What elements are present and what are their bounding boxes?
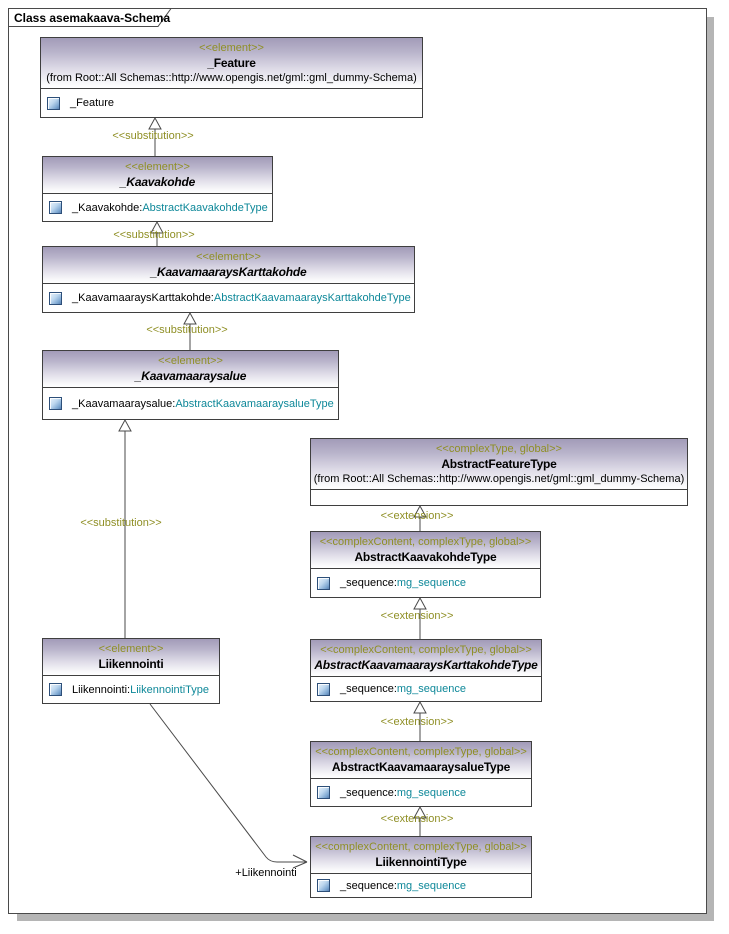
class-box-kaavamaaraysalue[interactable]: <<element>> _Kaavamaaraysalue _Kaavamaar… [42, 350, 339, 420]
connector-association-liikennointi-liikennointitype[interactable] [149, 703, 308, 869]
stereotype-label: <<element>> [98, 643, 164, 655]
class-name: _Kaavakohde [119, 175, 196, 189]
diagram-tab [8, 8, 172, 27]
substitution-label: <<substitution>> [80, 517, 162, 529]
from-package-label: (from Root::All Schemas::http://www.open… [313, 473, 685, 485]
attribute-type: AbstractKaavamaaraysKarttakohdeType [213, 292, 411, 304]
node-header: <<complexType, global>> AbstractFeatureT… [311, 439, 687, 490]
attribute-icon [317, 879, 330, 892]
stereotype-label: <<element>> [196, 251, 261, 263]
attribute-icon [317, 786, 330, 799]
stereotype-label: <<element>> [158, 355, 223, 367]
substitution-label: <<substitution>> [112, 130, 194, 142]
extension-label: <<extension>> [380, 510, 454, 522]
attribute-row[interactable]: _Kaavamaaraysalue: AbstractKaavamaaraysa… [49, 397, 334, 410]
extension-label: <<extension>> [380, 610, 454, 622]
attribute-row[interactable]: _sequence: mg_sequence [317, 879, 466, 892]
class-box-abstract-kaavakohde-type[interactable]: <<complexContent, complexType, global>> … [310, 531, 541, 598]
connector-substitution-karttakohde-kaavakohde[interactable] [150, 220, 164, 246]
attribute-icon [317, 682, 330, 696]
class-box-abstract-feature-type[interactable]: <<complexType, global>> AbstractFeatureT… [310, 438, 688, 506]
attribute-icon [317, 576, 330, 590]
substitution-label: <<substitution>> [113, 229, 195, 241]
connector-substitution-kaavakohde-feature[interactable] [148, 116, 162, 156]
stereotype-label: <<complexContent, complexType, global>> [319, 536, 532, 548]
attribute-name: _Feature [70, 97, 115, 109]
attribute-icon [49, 397, 62, 410]
substitution-label: <<substitution>> [146, 324, 228, 336]
class-name: Liikennointi [98, 657, 164, 671]
class-name: LiikennointiType [375, 855, 467, 869]
stereotype-label: <<complexType, global>> [436, 443, 562, 455]
node-header: <<element>> Liikennointi [43, 639, 219, 676]
class-box-liikennointi-type[interactable]: <<complexContent, complexType, global>> … [310, 836, 532, 898]
node-header: <<complexContent, complexType, global>> … [311, 640, 541, 677]
class-name: AbstractKaavamaaraysKarttakohdeType [314, 658, 538, 672]
association-role-label: +Liikennointi [235, 867, 297, 879]
attribute-icon [49, 201, 62, 214]
attribute-type: mg_sequence [396, 683, 466, 695]
attribute-name: _Kaavakohde: [72, 201, 143, 214]
class-box-abstract-kaavamaarays-karttakohde-type[interactable]: <<complexContent, complexType, global>> … [310, 639, 542, 702]
attribute-type: mg_sequence [396, 879, 466, 892]
diagram-title: Class asemakaava-Schema [14, 11, 171, 25]
attribute-row[interactable]: _sequence: mg_sequence [317, 682, 466, 696]
attribute-row[interactable]: _Feature [47, 96, 115, 110]
attribute-name: _sequence: [340, 879, 397, 892]
connector-extension-karttakohdetype-kaavakohdetype[interactable] [413, 596, 427, 639]
node-header: <<element>> _Feature (from Root::All Sch… [41, 38, 422, 89]
node-header: <<complexContent, complexType, global>> … [311, 742, 531, 779]
attribute-name: _sequence: [340, 786, 397, 799]
attribute-type: LiikennointiType [130, 683, 209, 696]
class-box-abstract-kaavamaaraysalue-type[interactable]: <<complexContent, complexType, global>> … [310, 741, 532, 807]
attribute-row[interactable]: _KaavamaaraysKarttakohde: AbstractKaavam… [49, 291, 411, 305]
extension-label: <<extension>> [380, 716, 454, 728]
class-name: AbstractFeatureType [441, 457, 557, 471]
attribute-icon [47, 96, 60, 110]
attribute-name: Liikennointi: [72, 683, 131, 696]
attribute-row[interactable]: _sequence: mg_sequence [317, 786, 466, 799]
class-box-liikennointi[interactable]: <<element>> Liikennointi Liikennointi: L… [42, 638, 220, 704]
attribute-icon [49, 683, 62, 696]
stereotype-label: <<element>> [125, 161, 190, 173]
node-header: <<element>> _Kaavamaaraysalue [43, 351, 338, 388]
attribute-name: _sequence: [340, 683, 397, 695]
connector-substitution-liikennointi-kaavamaaraysalue[interactable] [118, 418, 132, 638]
stereotype-label: <<complexContent, complexType, global>> [320, 644, 532, 656]
extension-label: <<extension>> [380, 813, 454, 825]
attribute-type: AbstractKaavakohdeType [142, 201, 268, 214]
attribute-type: mg_sequence [396, 577, 466, 589]
class-name: _Kaavamaaraysalue [134, 369, 247, 383]
node-header: <<complexContent, complexType, global>> … [311, 532, 540, 569]
class-name: AbstractKaavakohdeType [354, 550, 497, 564]
class-name: AbstractKaavamaaraysalueType [331, 760, 511, 774]
stereotype-label: <<complexContent, complexType, global>> [315, 746, 527, 758]
node-header: <<complexContent, complexType, global>> … [311, 837, 531, 874]
from-package-label: (from Root::All Schemas::http://www.open… [46, 72, 417, 84]
connector-extension-kaavakohdetype-featuretype[interactable] [413, 504, 427, 531]
connector-extension-liikennointitype-kaavamaaraysaluetype[interactable] [413, 805, 427, 836]
class-name: _Feature [207, 56, 256, 70]
class-name: _KaavamaaraysKarttakohde [150, 265, 307, 279]
empty-attributes-compartment [311, 490, 687, 505]
attribute-type: AbstractKaavamaaraysalueType [175, 397, 334, 410]
attribute-row[interactable]: _Kaavakohde: AbstractKaavakohdeType [49, 201, 268, 214]
node-header: <<element>> _KaavamaaraysKarttakohde [43, 247, 414, 284]
connector-extension-kaavamaaraysaluetype-karttakohdetype[interactable] [413, 700, 427, 741]
connector-substitution-kaavamaaraysalue-karttakohde[interactable] [183, 311, 197, 350]
attribute-icon [49, 291, 62, 305]
attribute-row[interactable]: _sequence: mg_sequence [317, 576, 466, 590]
stereotype-label: <<element>> [199, 42, 264, 54]
class-box-kaavamaarays-karttakohde[interactable]: <<element>> _KaavamaaraysKarttakohde _Ka… [42, 246, 415, 313]
attribute-name: _KaavamaaraysKarttakohde: [72, 292, 214, 304]
attribute-name: _Kaavamaaraysalue: [72, 397, 176, 410]
node-header: <<element>> _Kaavakohde [43, 157, 272, 194]
stereotype-label: <<complexContent, complexType, global>> [315, 841, 527, 853]
class-box-kaavakohde[interactable]: <<element>> _Kaavakohde _Kaavakohde: Abs… [42, 156, 273, 222]
attribute-name: _sequence: [340, 577, 397, 589]
attribute-row[interactable]: Liikennointi: LiikennointiType [49, 683, 209, 696]
class-box-feature[interactable]: <<element>> _Feature (from Root::All Sch… [40, 37, 423, 118]
attribute-type: mg_sequence [396, 786, 466, 799]
